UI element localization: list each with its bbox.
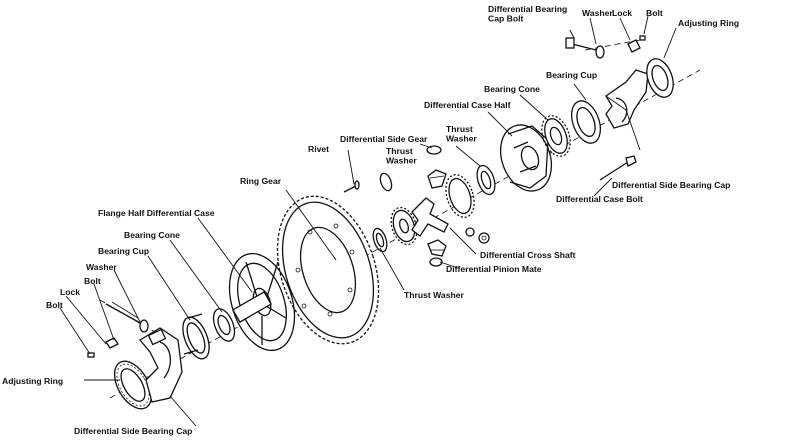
- bolt-left-part: [87, 301, 149, 358]
- label-washer-top: Washer: [582, 8, 613, 18]
- rivet-part: [343, 180, 360, 193]
- label-rivet: Rivet: [308, 144, 329, 154]
- label-case-half: Differential Case Half: [424, 100, 511, 110]
- bearing-cup-left-part: [182, 313, 210, 360]
- label-bearing-cup-left: Bearing Cup: [98, 246, 149, 256]
- label-side-gear: Differential Side Gear: [340, 134, 428, 144]
- side-bearing-cap-left-part: [139, 327, 183, 403]
- label-cross-shaft: Differential Cross Shaft: [480, 250, 576, 260]
- label-thrust-washer-bottom: Thrust Washer: [404, 290, 465, 300]
- label-flange-half: Flange Half Differential Case: [98, 208, 215, 218]
- adjusting-ring-right-part: [646, 58, 674, 98]
- bearing-cone-left-part: [212, 308, 236, 342]
- case-bolt-part: [599, 155, 637, 181]
- case-half-part: [499, 124, 553, 192]
- label-line: Washer: [446, 134, 477, 144]
- side-gear-right-part: [445, 174, 475, 218]
- cap-bolt-top-part: [565, 35, 646, 59]
- label-line: Thrust: [386, 146, 413, 156]
- pinion-mates-part: [379, 145, 447, 267]
- small-washers-part: [465, 227, 490, 244]
- adjusting-ring-left-part: [113, 360, 153, 410]
- label-lock-top: Lock: [612, 8, 632, 18]
- label-ring-gear: Ring Gear: [240, 176, 282, 186]
- side-bearing-cap-right-part: [605, 69, 649, 129]
- label-bolt-left-b: Bolt: [46, 300, 63, 310]
- label-adjusting-ring-left: Adjusting Ring: [2, 376, 63, 386]
- thrust-washer-mid-part: [476, 164, 496, 196]
- label-pinion-mate: Differential Pinion Mate: [446, 264, 542, 274]
- flange-half-case-part: [228, 252, 296, 352]
- label-line: Differential Bearing: [488, 4, 567, 14]
- label-bolt-left-a: Bolt: [84, 276, 101, 286]
- ring-gear-part: [276, 195, 380, 345]
- label-bolt-top: Bolt: [646, 8, 663, 18]
- leader-lines: [59, 15, 677, 427]
- cross-shaft-part: [411, 197, 449, 237]
- bearing-cup-right-part: [571, 100, 601, 144]
- thrust-washer-bottom-part: [372, 227, 388, 253]
- label-line: Cap Bolt: [488, 14, 523, 24]
- label-side-bearing-cap-right: Differential Side Bearing Cap: [612, 180, 730, 190]
- label-bearing-cone-right: Bearing Cone: [484, 84, 540, 94]
- label-lock-left: Lock: [60, 287, 80, 297]
- differential-side-gear-part: [390, 206, 418, 246]
- label-bearing-cone-left: Bearing Cone: [124, 230, 180, 240]
- label-line: Thrust: [446, 124, 473, 134]
- label-adjusting-ring-right: Adjusting Ring: [678, 18, 739, 28]
- label-washer-left: Washer: [86, 262, 117, 272]
- label-side-bearing-cap-left: Differential Side Bearing Cap: [74, 426, 192, 436]
- label-bearing-cup-right: Bearing Cup: [546, 70, 597, 80]
- label-line: Washer: [386, 156, 417, 166]
- bearing-cone-right-part: [541, 115, 571, 157]
- label-case-bolt: Differential Case Bolt: [556, 194, 643, 204]
